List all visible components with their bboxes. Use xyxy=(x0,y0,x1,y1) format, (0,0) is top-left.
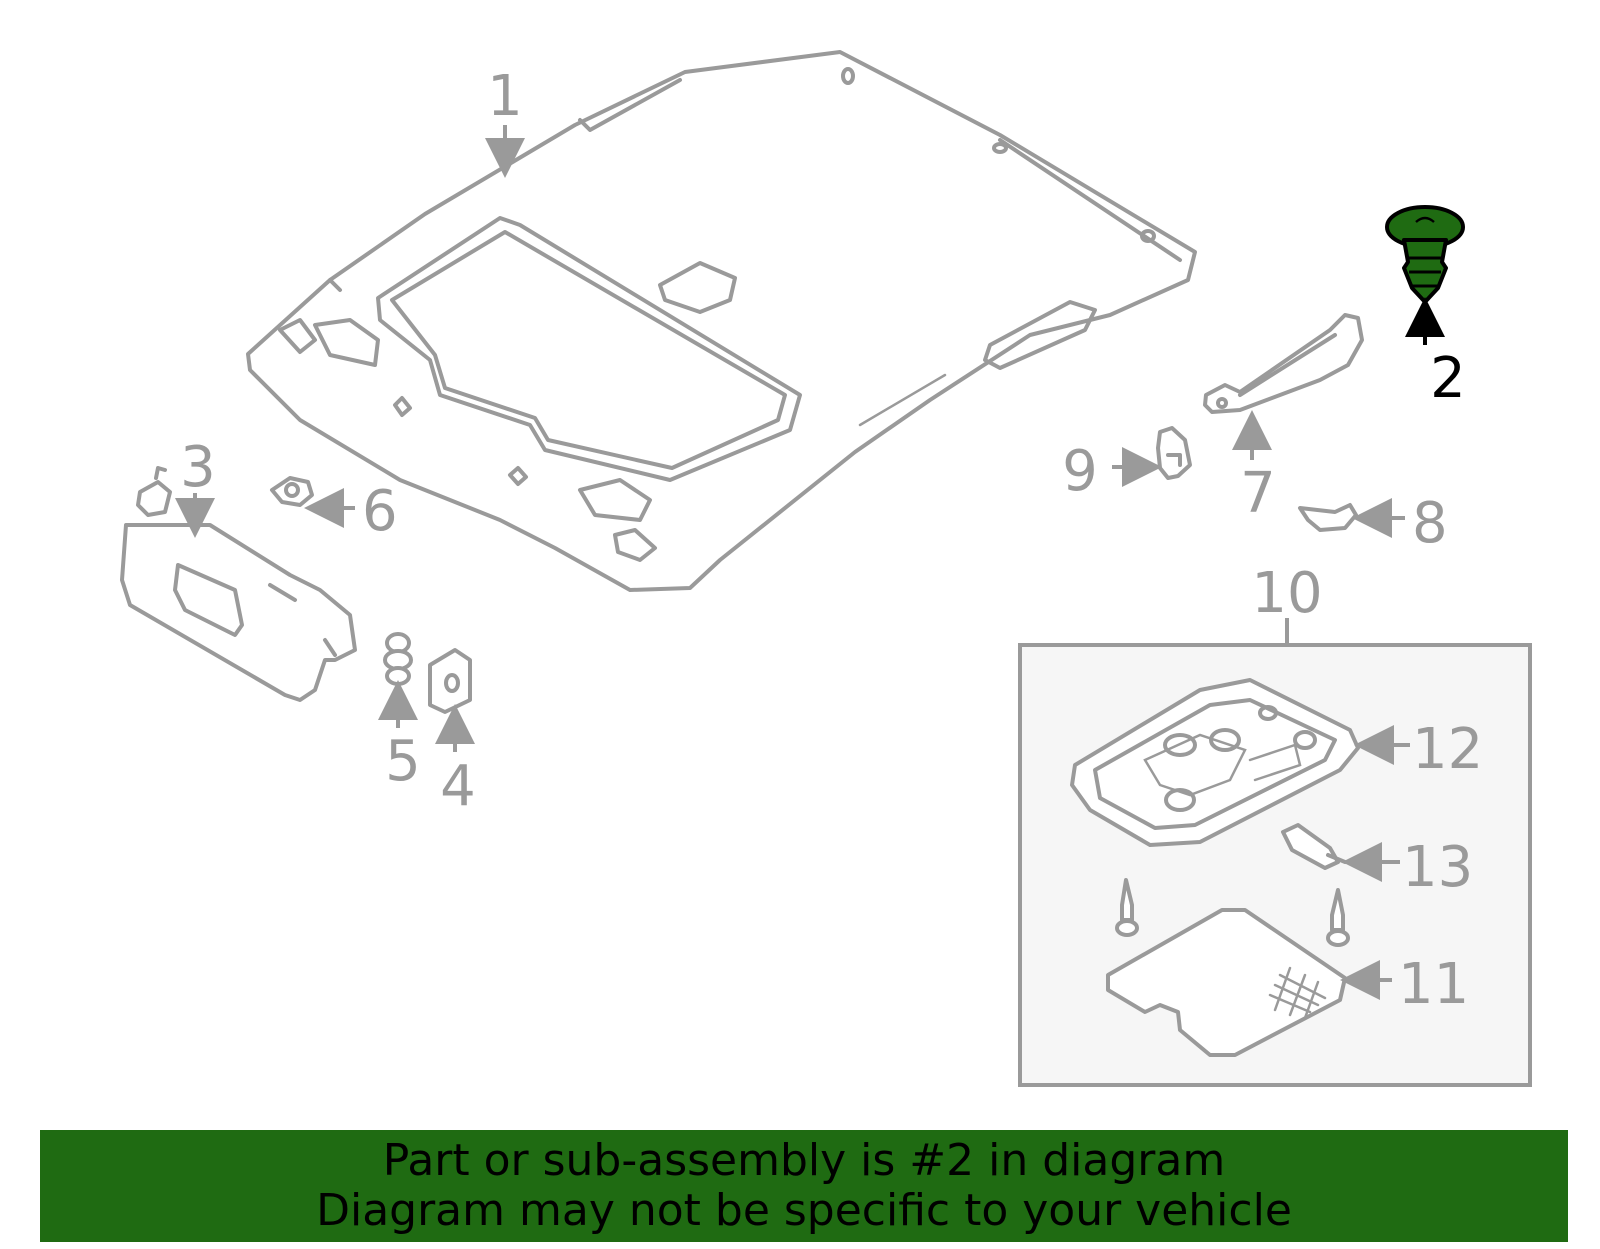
callout-13: 13 xyxy=(1402,835,1473,900)
callout-8: 8 xyxy=(1412,491,1448,556)
callout-12: 12 xyxy=(1412,717,1483,782)
banner-line-2: Diagram may not be specific to your vehi… xyxy=(316,1185,1292,1236)
callout-4: 4 xyxy=(440,754,476,819)
headliner-part-1 xyxy=(246,50,1197,592)
fastener-part-2 xyxy=(1385,205,1465,304)
callout-10: 10 xyxy=(1251,561,1322,626)
holder-part-5 xyxy=(383,632,413,686)
callout-6: 6 xyxy=(362,479,398,544)
callout-3: 3 xyxy=(180,435,216,500)
callout-11: 11 xyxy=(1398,952,1469,1017)
callout-7: 7 xyxy=(1240,461,1276,526)
clip-part-8 xyxy=(1298,503,1358,532)
holder-part-9 xyxy=(1156,426,1192,480)
sun-visor-part-3 xyxy=(120,466,357,702)
clip-part-4 xyxy=(428,648,472,714)
info-banner: Part or sub-assembly is #2 in diagram Di… xyxy=(40,1130,1568,1242)
callout-1: 1 xyxy=(487,64,523,129)
callout-5: 5 xyxy=(385,729,421,794)
grab-handle-part-7 xyxy=(1203,313,1364,414)
callout-2: 2 xyxy=(1430,346,1466,411)
dome-housing-part-12 xyxy=(1070,678,1360,847)
banner-line-1: Part or sub-assembly is #2 in diagram xyxy=(382,1135,1226,1186)
callout-9: 9 xyxy=(1062,439,1098,504)
clip-part-6 xyxy=(270,476,314,507)
lens-part-11 xyxy=(1106,878,1350,1057)
